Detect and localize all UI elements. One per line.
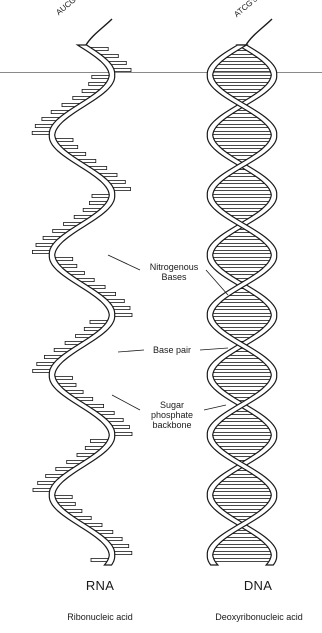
dna-base	[210, 376, 273, 379]
dna-base	[210, 250, 273, 253]
leader-line	[200, 348, 228, 350]
dna-base	[214, 502, 271, 505]
dna-base	[212, 320, 272, 323]
rna-backbone-strand	[49, 45, 114, 565]
dna-base	[212, 306, 272, 309]
dna-base	[212, 187, 273, 190]
dna-base	[210, 75, 274, 78]
dna-base	[217, 446, 267, 449]
nitrogenous-bases-label: Nitrogenous Bases	[140, 262, 208, 282]
leader-line	[112, 395, 140, 410]
dna-base	[219, 208, 264, 211]
base-pair-label: Base pair	[144, 345, 200, 355]
dna-base	[212, 439, 273, 442]
dna-base	[211, 488, 273, 491]
dna-base	[210, 313, 274, 316]
dna-base	[214, 544, 271, 547]
dna-helix	[207, 19, 276, 565]
dna-full-name: Deoxyribonucleic acid	[196, 612, 322, 622]
dna-base	[210, 131, 274, 134]
rna-helix	[32, 19, 132, 565]
leader-line	[118, 350, 144, 352]
dna-base	[216, 145, 268, 148]
dna-base	[213, 201, 271, 204]
rna-full-name: Ribonucleic acid	[40, 612, 160, 622]
dna-base	[214, 124, 271, 127]
dna-base	[213, 425, 271, 428]
dna-base	[216, 481, 268, 484]
dna-base	[210, 432, 274, 435]
dna-base	[215, 264, 269, 267]
leader-line	[108, 255, 140, 270]
dna-base	[211, 257, 274, 260]
dna-base	[211, 68, 273, 71]
dna-base	[210, 551, 274, 554]
dna-base	[211, 369, 274, 372]
dna-base	[219, 418, 264, 421]
dna-base	[214, 82, 271, 85]
dna-base	[215, 362, 269, 365]
dna-base	[211, 138, 273, 141]
dna-base	[218, 299, 266, 302]
dna-base	[211, 558, 273, 561]
dna-base	[217, 180, 267, 183]
dna-base	[216, 61, 268, 64]
dna-base	[214, 383, 269, 386]
dna-base	[210, 194, 274, 197]
dna-base	[214, 243, 269, 246]
dna-strand-end	[246, 19, 272, 45]
sugar-phosphate-backbone-label: Sugar phosphate backbone	[140, 400, 204, 430]
rna-short-label: RNA	[72, 578, 128, 593]
rna-strand-end	[86, 19, 112, 45]
dna-base	[218, 327, 266, 330]
dna-short-label: DNA	[230, 578, 286, 593]
dna-base	[210, 495, 274, 498]
leader-line	[204, 405, 226, 410]
